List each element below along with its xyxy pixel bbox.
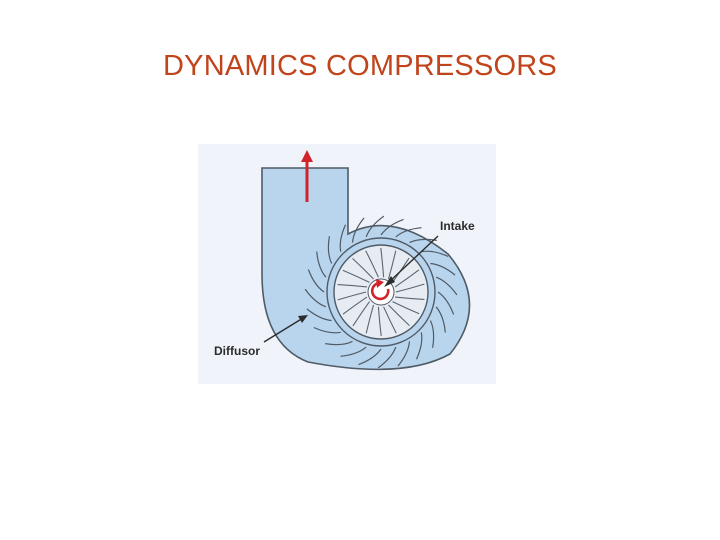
impeller-blade — [394, 269, 420, 288]
intake-label: Intake — [440, 219, 475, 233]
impeller-blade — [337, 291, 367, 301]
diffuser-vane — [304, 288, 327, 308]
compressor-diagram: Intake Diffusor — [198, 144, 496, 384]
diffuser-vane — [306, 308, 332, 322]
diffuser-vane — [435, 306, 446, 333]
diffuser-vane — [358, 348, 382, 366]
diffuser-vane — [313, 326, 341, 334]
diffuser-vane — [325, 340, 353, 346]
impeller-blade — [352, 301, 370, 327]
impeller-blade — [337, 284, 367, 288]
diffuser-vane — [395, 227, 422, 238]
impeller-blade — [395, 296, 425, 300]
impeller-blade — [387, 250, 397, 280]
diffuser-vane — [430, 262, 456, 276]
diffuser-vane — [380, 218, 404, 236]
diffuser-vane — [307, 269, 325, 293]
impeller-blade — [342, 296, 368, 315]
intake-pointer — [384, 235, 439, 287]
impeller-blade — [342, 269, 370, 283]
diffuser-vane — [429, 320, 435, 348]
impeller-blade — [365, 304, 375, 334]
impeller-blade — [388, 304, 410, 327]
diffuser-vane — [327, 236, 333, 264]
outlet-flow-arrow — [301, 150, 313, 202]
impeller-blade — [392, 301, 420, 315]
impeller-blade — [377, 306, 382, 337]
diffuser-vane — [351, 217, 365, 243]
diffusor-pointer — [263, 315, 308, 343]
diffuser-vane — [397, 341, 411, 367]
diffuser-vane — [340, 346, 367, 357]
diffuser-vane — [365, 215, 385, 238]
diffuser-vane — [415, 332, 423, 360]
diffuser-vanes — [304, 215, 458, 369]
slide-title: DYNAMICS COMPRESSORS — [163, 50, 557, 82]
diffuser-vane — [377, 346, 397, 369]
impeller-blade — [380, 247, 385, 278]
diffuser-vane — [437, 291, 455, 315]
impeller-blades — [337, 247, 425, 337]
diffuser-vane — [435, 276, 458, 296]
diffuser-vane — [339, 224, 347, 252]
diffuser-vane — [421, 250, 449, 258]
diffusor-label: Diffusor — [214, 344, 260, 358]
impeller-blade — [383, 306, 397, 334]
diffuser-vane — [316, 251, 327, 278]
rotation-arrow-icon — [370, 279, 390, 301]
impeller — [326, 237, 436, 347]
impeller-blade — [365, 250, 379, 278]
impeller-blade — [352, 257, 374, 280]
impeller-blade — [395, 283, 425, 293]
